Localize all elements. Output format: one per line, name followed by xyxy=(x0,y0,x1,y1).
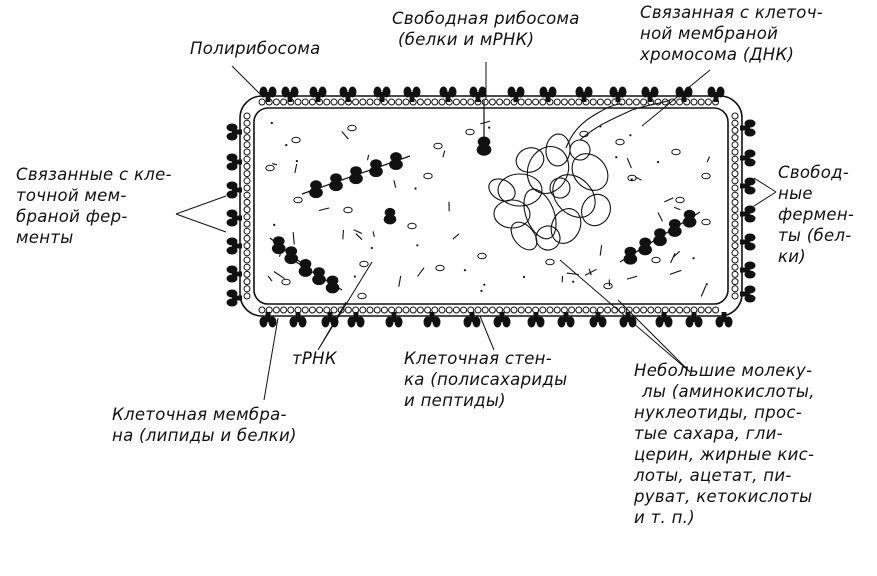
label-free-ribosome: Свободная рибосома (белки и мРНК) xyxy=(392,9,580,49)
chromosome-dna-coil xyxy=(488,99,671,251)
label-pointers xyxy=(175,62,777,401)
label-small-molecules: Небольшие молеку- лы (аминокислоты, нукл… xyxy=(634,361,815,527)
label-cell-wall: Клеточная стен- ка (полисахариды и пепти… xyxy=(404,349,568,410)
cell-membrane-outer xyxy=(239,95,743,317)
cell-wall-inner xyxy=(253,107,729,305)
membrane-lipid-beads xyxy=(243,98,739,314)
label-trna: тРНК xyxy=(292,349,337,368)
label-polyribosome: Полирибосома xyxy=(190,39,321,58)
label-free-enzymes: Свобод- ные фермен- ты (бел- ки) xyxy=(778,163,855,266)
ribosome-groups xyxy=(269,100,701,294)
membrane-proteins xyxy=(226,86,756,328)
cytoplasm-contents xyxy=(265,120,711,300)
label-cell-membrane: Клеточная мембра- на (липиды и белки) xyxy=(112,405,297,445)
label-bound-enzymes: Связанные с кле- точной мем- браной фер-… xyxy=(16,165,172,247)
label-chromosome: Связанная с клеточ- ной мембраной хромос… xyxy=(640,3,824,64)
